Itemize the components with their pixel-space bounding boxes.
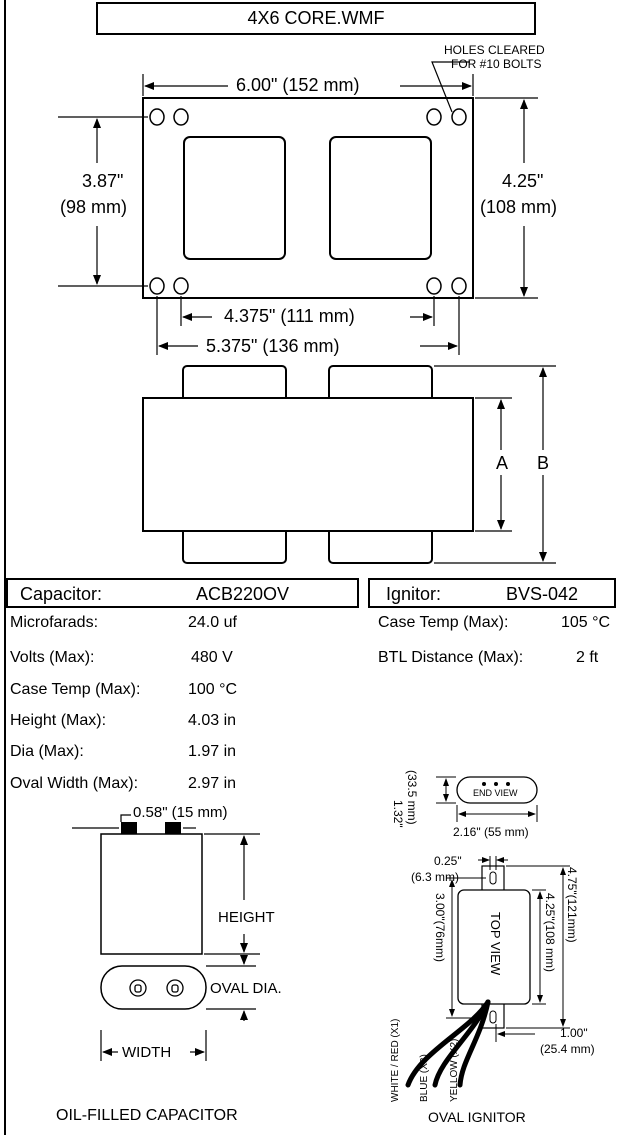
hole-top-left-outer — [149, 108, 165, 126]
wire-yellow — [457, 999, 491, 1088]
coil-bottom-left — [182, 526, 287, 564]
offset-dim-label-2: (25.4 mm) — [540, 1042, 595, 1056]
coil-bottom-right — [328, 526, 433, 564]
outer-hole-dimension-label: 5.375" (136 mm) — [206, 336, 340, 356]
hole-top-left-inner — [173, 108, 189, 126]
hole-bottom-left-inner — [173, 277, 189, 295]
width-dimension-label: 6.00" (152 mm) — [236, 75, 360, 95]
end-width-label: 2.16" (55 mm) — [453, 825, 529, 839]
core-top-view — [58, 61, 538, 355]
capacitor-drawing — [72, 814, 260, 1061]
hole-bottom-right-outer — [451, 277, 467, 295]
wire-blue — [432, 999, 491, 1088]
core-side-view — [142, 365, 556, 564]
hole-bottom-left-outer — [149, 277, 165, 295]
inner-hole-dimension-label: 4.375" (111 mm) — [224, 306, 355, 326]
tab-dim-label-2: (6.3 mm) — [411, 870, 459, 884]
ignitor-end-view — [456, 776, 538, 804]
capacitor-body — [100, 833, 203, 955]
wire-white-red-label: WHITE / RED (X1) — [390, 1018, 401, 1102]
title-box: 4X6 CORE.WMF — [96, 2, 536, 35]
ignitor-caption: OVAL IGNITOR — [428, 1109, 526, 1125]
capacitor-spec-value: 4.03 in — [188, 712, 237, 729]
coil-top-right — [328, 365, 433, 403]
right-dimension-label-1: 4.25" — [502, 171, 544, 191]
core-window-right — [329, 136, 432, 260]
capacitor-spec-value: 100 °C — [188, 681, 238, 698]
end-height-label-2: (33.5 mm) — [405, 770, 419, 825]
ignitor-spec-value: 2 ft — [576, 649, 599, 666]
ignitor-header-label: Ignitor: — [386, 584, 442, 604]
oval-terminal-right — [166, 979, 184, 997]
oval-terminal-left — [129, 979, 147, 997]
left-frame-line — [4, 0, 6, 1135]
holes-note-line1: HOLES CLEARED — [444, 43, 545, 57]
core-holes — [149, 108, 467, 295]
capacitor-terminal-left — [121, 822, 137, 834]
capacitor-spec-label: Microfarads: — [10, 614, 99, 631]
left-dimension-label-1: 3.87" — [82, 171, 124, 191]
core-window-left — [183, 136, 286, 260]
ignitor-spec-label: BTL Distance (Max): — [378, 649, 524, 666]
capacitor-spec-value: 2.97 in — [188, 775, 237, 792]
end-view-label: END VIEW — [473, 788, 518, 798]
hole-span-label: 3.00"(76mm) — [433, 893, 447, 962]
capacitor-caption: OIL-FILLED CAPACITOR — [56, 1107, 238, 1124]
ignitor-wires — [405, 999, 491, 1088]
end-height-label-1: 1.32" — [391, 800, 405, 828]
width-label: WIDTH — [122, 1044, 172, 1061]
ignitor-header: Ignitor: BVS-042 — [368, 578, 616, 608]
ignitor-header-model: BVS-042 — [506, 584, 579, 604]
capacitor-header: Capacitor: ACB220OV — [6, 578, 359, 608]
overall-length-label: 4.75"(121mm) — [565, 867, 579, 943]
hole-top-right-inner — [426, 108, 442, 126]
oval-dia-label: OVAL DIA. — [210, 980, 282, 997]
capacitor-spec-label: Oval Width (Max): — [10, 775, 139, 792]
tab-dim-label-1: 0.25" — [434, 854, 462, 868]
hole-top-right-outer — [451, 108, 467, 126]
coil-top-left — [182, 365, 287, 403]
body-length-label: 4.25"(108 mm) — [543, 893, 557, 972]
holes-note-line2: FOR #10 BOLTS — [451, 57, 542, 71]
ignitor-drawing — [405, 776, 570, 1088]
capacitor-terminal-right — [165, 822, 181, 834]
capacitor-spec-value: 1.97 in — [188, 743, 237, 760]
left-dimension-label-2: (98 mm) — [60, 197, 127, 217]
core-stack — [142, 397, 474, 532]
ignitor-spec-label: Case Temp (Max): — [378, 614, 509, 631]
ignitor-top-view-body — [457, 889, 531, 1005]
top-view-label: TOP VIEW — [488, 912, 503, 976]
ignitor-spec-value: 105 °C — [561, 614, 611, 631]
capacitor-spec-label: Height (Max): — [10, 712, 107, 729]
height-label: HEIGHT — [218, 909, 275, 926]
dimension-a-label: A — [496, 453, 509, 473]
ignitor-top-slot — [489, 871, 497, 885]
capacitor-oval-terminals — [129, 979, 184, 997]
page-title: 4X6 CORE.WMF — [247, 8, 385, 28]
capacitor-spec-label: Dia (Max): — [10, 743, 84, 760]
terminal-dimension-label: 0.58" (15 mm) — [133, 804, 228, 821]
ignitor-bottom-slot — [489, 1010, 497, 1024]
right-dimension-label-2: (108 mm) — [480, 197, 558, 217]
capacitor-spec-label: Volts (Max): — [10, 649, 95, 666]
capacitor-header-model: ACB220OV — [196, 584, 290, 604]
capacitor-spec-value: 24.0 uf — [188, 614, 237, 631]
dimension-b-label: B — [537, 453, 550, 473]
capacitor-header-label: Capacitor: — [20, 584, 103, 604]
capacitor-oval — [100, 965, 207, 1010]
capacitor-spec-label: Case Temp (Max): — [10, 681, 141, 698]
end-view-pins — [482, 782, 510, 786]
hole-bottom-right-inner — [426, 277, 442, 295]
offset-dim-label-1: 1.00" — [560, 1026, 588, 1040]
wire-blue-label: BLUE (X3) — [419, 1054, 430, 1102]
wire-yellow-label: YELLOW (X2) — [449, 1038, 460, 1102]
capacitor-spec-value: 480 V — [191, 649, 233, 666]
